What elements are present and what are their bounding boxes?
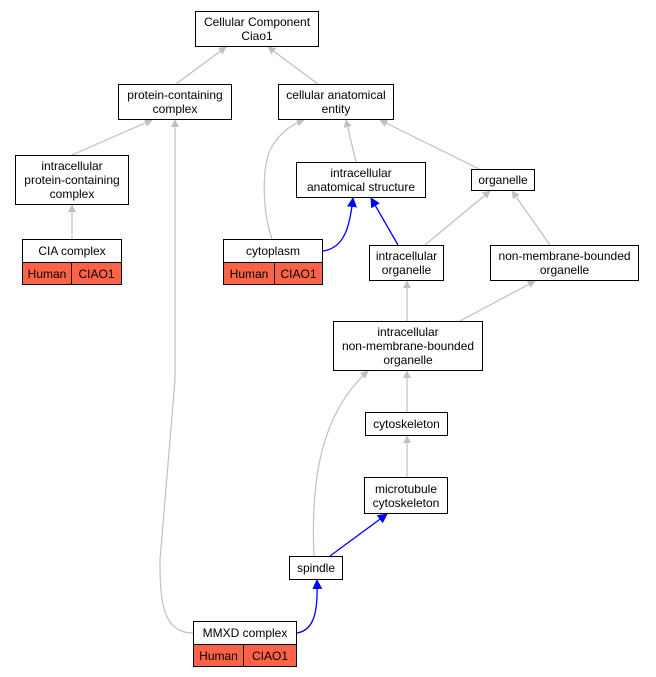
node-cellular-anatomical-entity[interactable]: cellular anatomical entity [278, 84, 394, 120]
gene-badge: CIAO1 [244, 644, 297, 667]
edge-is-a-cytoplasm-to-cellular-anatomical-entity [263, 118, 305, 240]
node-cia-complex[interactable]: CIA complex [22, 239, 122, 263]
edge-is-a-intracellular-organelle-to-organelle [424, 190, 491, 246]
node-intracellular-protein-containing-complex[interactable]: intracellular protein-containing complex [15, 155, 129, 205]
node-mmxd-complex[interactable]: MMXD complex [193, 621, 297, 645]
node-intracellular-anatomical-structure[interactable]: intracellular anatomical structure [296, 162, 426, 198]
edge-part-of-intracellular-organelle-to-intracellular-anatomical-structure [370, 197, 399, 246]
edge-is-a-protein-complex-to-root [175, 46, 227, 85]
species-badge: Human [22, 262, 72, 285]
node-protein-containing-complex[interactable]: protein-containing complex [118, 84, 232, 120]
edge-is-a-intracellular-anatomical-structure-to-cellular-anatomical-entity [343, 119, 357, 163]
annotation-row-cia-complex: Human CIAO1 [22, 262, 122, 285]
node-organelle[interactable]: organelle [471, 169, 535, 191]
node-cellular-component[interactable]: Cellular Component Ciao1 [195, 11, 319, 47]
edge-is-a-organelle-to-cellular-anatomical-entity [379, 119, 480, 170]
edge-is-a-intracellular-protein-complex-to-protein-complex [71, 119, 153, 156]
node-intracellular-non-membrane-bounded-organelle[interactable]: intracellular non-membrane-bounded organ… [333, 321, 483, 371]
edge-is-a-spindle-to-intracellular-non-membrane-bounded-organelle [312, 370, 369, 557]
species-badge: Human [223, 262, 275, 285]
edge-part-of-mmxd-complex-to-spindle [296, 579, 323, 634]
node-intracellular-organelle[interactable]: intracellular organelle [369, 245, 444, 281]
annotation-row-mmxd-complex: Human CIAO1 [193, 644, 297, 667]
node-spindle[interactable]: spindle [289, 556, 343, 580]
species-badge: Human [193, 644, 244, 667]
annotation-row-cytoplasm: Human CIAO1 [223, 262, 323, 285]
gene-badge: CIAO1 [72, 262, 122, 285]
node-cytoplasm[interactable]: cytoplasm [223, 239, 323, 263]
edge-is-a-non-membrane-bounded-organelle-to-organelle [511, 190, 551, 246]
edge-part-of-spindle-to-microtubule-cytoskeleton [329, 513, 388, 557]
edge-is-a-intracellular-non-membrane-bounded-organelle-to-non-membrane-bounded-organelle [459, 280, 536, 322]
edge-is-a-cellular-anatomical-entity-to-root [267, 46, 319, 85]
edges-group [68, 46, 551, 634]
node-cytoskeleton[interactable]: cytoskeleton [365, 412, 448, 436]
edge-part-of-cytoplasm-to-intracellular-anatomical-structure [322, 197, 357, 252]
node-microtubule-cytoskeleton[interactable]: microtubule cytoskeleton [364, 477, 448, 514]
node-non-membrane-bounded-organelle[interactable]: non-membrane-bounded organelle [490, 245, 639, 281]
gene-badge: CIAO1 [275, 262, 323, 285]
edge-is-a-mmxd-complex-to-protein-complex [159, 119, 194, 634]
